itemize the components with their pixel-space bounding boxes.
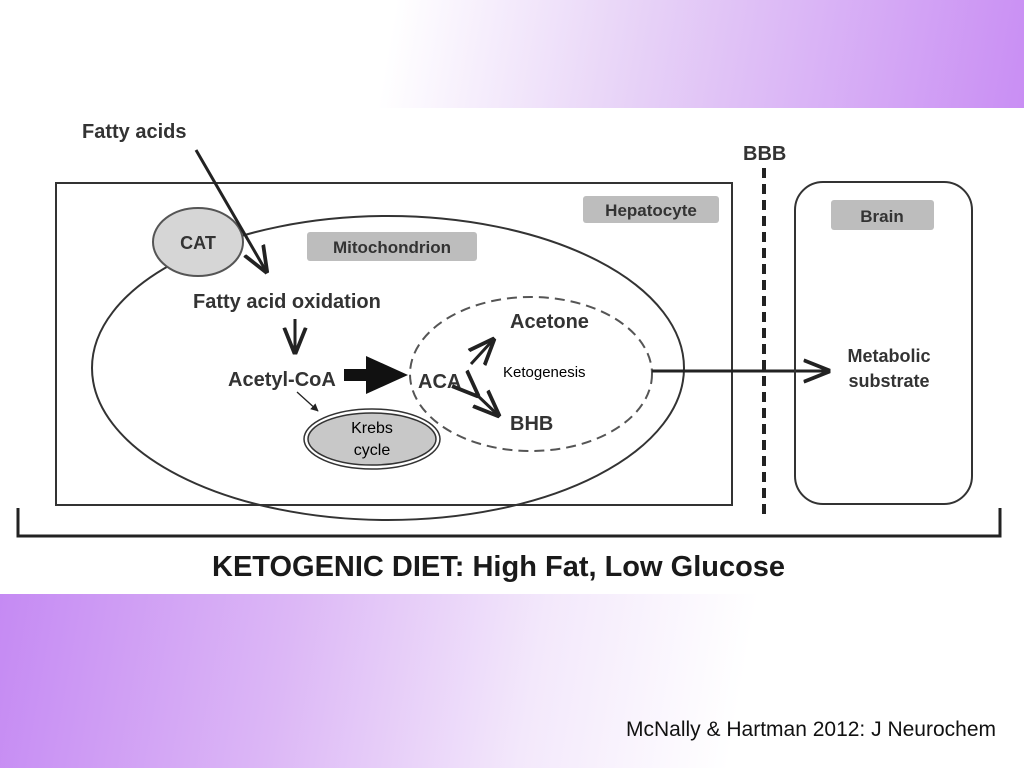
brain-label: Brain: [860, 207, 903, 226]
brain-box: [794, 181, 973, 505]
krebs-label-line2: cycle: [354, 442, 391, 459]
diet-caption: KETOGENIC DIET: High Fat, Low Glucose: [212, 551, 785, 583]
metabolic-label-line2: substrate: [848, 371, 929, 391]
cat-ellipse: [152, 207, 244, 277]
diagram-canvas: Hepatocyte Mitochondrion CAT Fatty acids…: [16, 121, 1002, 583]
acetone-arrow: [471, 340, 493, 364]
krebs-label-line1: Krebs: [351, 420, 393, 437]
fatty-acids-arrow: [194, 149, 266, 271]
krebs-outer-ring: [303, 408, 441, 470]
aca-label: ACA: [418, 371, 461, 393]
big-arrow-shaft: [344, 369, 368, 381]
big-arrow-head: [366, 356, 408, 394]
brain-label-box: [831, 200, 934, 230]
top-gradient-band: [0, 0, 1024, 108]
diet-bracket: [16, 508, 1002, 538]
bhb-label: BHB: [510, 413, 553, 435]
mitochondrion-label-box: [307, 232, 477, 261]
ketogenesis-dashed-ellipse: [409, 296, 653, 452]
hepatocyte-label: Hepatocyte: [605, 201, 697, 220]
bottom-gradient-band: [0, 594, 1024, 768]
acetone-label: Acetone: [510, 311, 589, 333]
hepatocyte-box: [55, 182, 733, 506]
ketogenic-diagram: Hepatocyte Mitochondrion CAT Fatty acids…: [0, 108, 1024, 594]
hepatocyte-label-box: [583, 196, 719, 223]
krebs-ellipse: [307, 412, 437, 466]
krebs-arrow: [296, 391, 319, 412]
ketogenesis-label: Ketogenesis: [503, 364, 586, 381]
cat-label: CAT: [180, 233, 216, 253]
metabolic-label-line1: Metabolic: [847, 346, 930, 366]
bbb-label: BBB: [743, 143, 786, 165]
fatty-acid-oxidation-label: Fatty acid oxidation: [193, 291, 381, 313]
acetyl-coa-label: Acetyl-CoA: [228, 369, 336, 391]
bhb-double-arrow: [477, 395, 498, 415]
fatty-acids-label: Fatty acids: [82, 121, 186, 143]
mitochondrion-ellipse: [91, 215, 685, 521]
citation: McNally & Hartman 2012: J Neurochem: [626, 718, 996, 741]
mitochondrion-label: Mitochondrion: [333, 238, 451, 257]
